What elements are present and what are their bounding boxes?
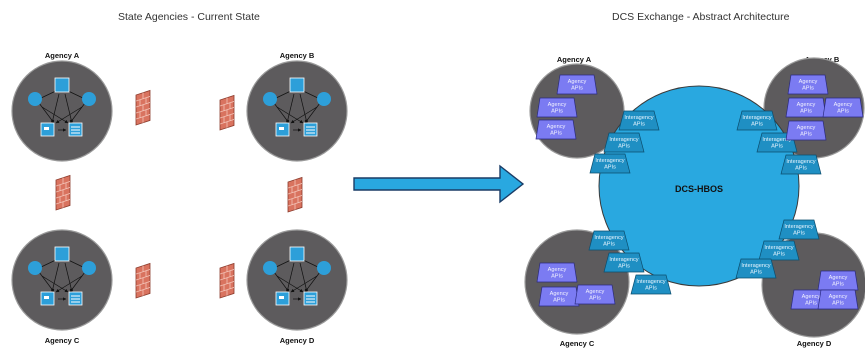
firewall-icon <box>135 263 151 299</box>
agency-a-current: Agency A <box>11 51 113 162</box>
agency-label: Agency D <box>280 336 315 345</box>
hub-circle <box>598 85 800 287</box>
agency-d-current: Agency D <box>246 229 348 345</box>
agency-label: Agency C <box>560 339 595 348</box>
current-state-title: State Agencies - Current State <box>118 11 260 23</box>
agency-circle <box>246 229 348 331</box>
hub-label: DCS-HBOS <box>675 184 723 194</box>
firewall-icon <box>55 175 71 211</box>
agency-label: Agency A <box>45 51 80 60</box>
abstract-architecture-title: DCS Exchange - Abstract Architecture <box>612 11 790 23</box>
firewall-icon <box>287 177 303 213</box>
agency-label: Agency A <box>557 55 592 64</box>
firewall-icon <box>219 95 235 131</box>
agency-label: Agency B <box>280 51 315 60</box>
agency-label: Agency C <box>45 336 80 345</box>
agency-c-current: Agency C <box>11 229 113 345</box>
transition-arrow <box>353 164 525 204</box>
dcs-hbos-hub: DCS-HBOS <box>598 85 800 287</box>
agency-label: Agency D <box>797 339 832 348</box>
agency-circle <box>246 60 348 162</box>
agency-circle <box>11 60 113 162</box>
firewall-icon <box>135 90 151 126</box>
agency-b-current: Agency B <box>246 51 348 162</box>
agency-circle <box>11 229 113 331</box>
firewall-icon <box>219 263 235 299</box>
